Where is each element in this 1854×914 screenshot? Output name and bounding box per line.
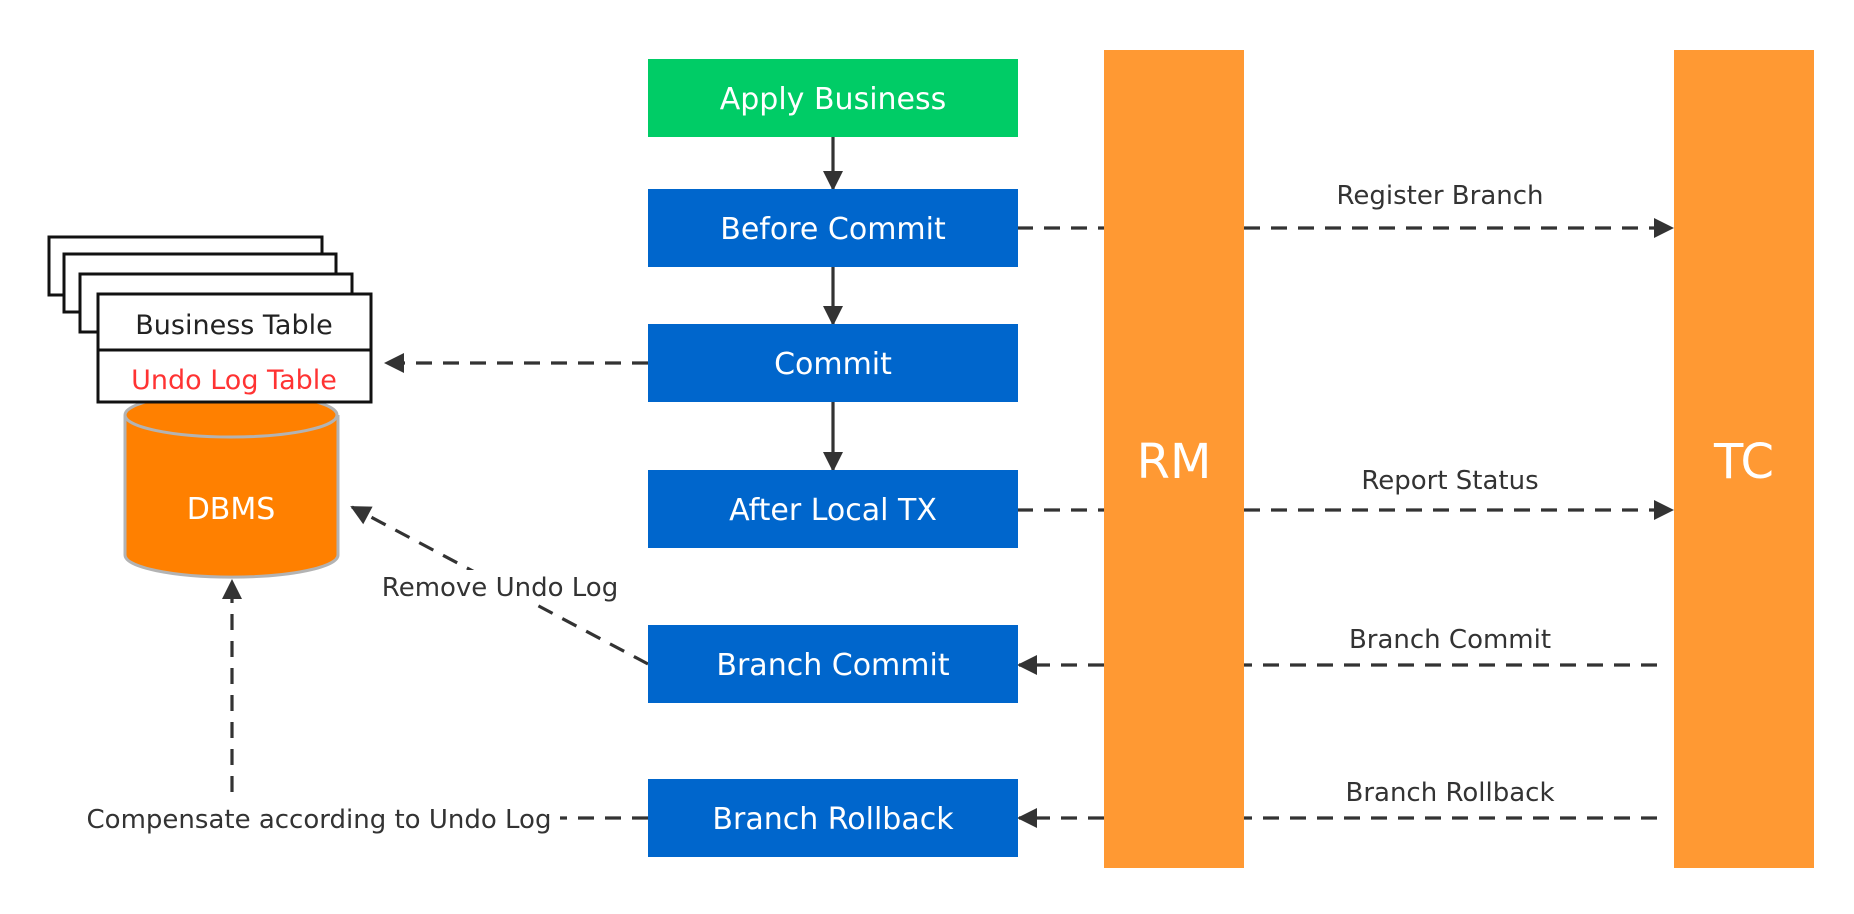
business-table-label: Business Table	[135, 310, 332, 341]
apply-business-box: Apply Business	[648, 59, 1018, 137]
undo-log-table-label: Undo Log Table	[131, 365, 337, 396]
before-commit-box: Before Commit	[648, 189, 1018, 267]
branch-commit-label: Branch Commit	[716, 648, 949, 683]
commit-label: Commit	[774, 347, 892, 382]
remove-undo-log-label-bg	[375, 570, 625, 604]
commit-box: Commit	[648, 324, 1018, 402]
compensate-label: Compensate according to Undo Log	[87, 805, 552, 835]
branch-rollback-edge-label: Branch Rollback	[1345, 778, 1554, 808]
branch-commit-edge-label: Branch Commit	[1349, 625, 1551, 655]
after-local-tx-box: After Local TX	[648, 470, 1018, 548]
dbms-cylinder: DBMS	[123, 391, 340, 579]
remove-undo-log-label: Remove Undo Log	[382, 573, 618, 603]
branch-rollback-box: Branch Rollback	[648, 779, 1018, 857]
branch-rollback-label: Branch Rollback	[712, 802, 954, 837]
register-branch-label: Register Branch	[1336, 181, 1543, 211]
report-status-label: Report Status	[1361, 466, 1538, 496]
after-local-tx-label: After Local TX	[729, 493, 937, 528]
tc-lane-label: TC	[1713, 434, 1774, 490]
branch-commit-box: Branch Commit	[648, 625, 1018, 703]
tc-lane: TC	[1674, 50, 1814, 868]
apply-business-label: Apply Business	[720, 82, 947, 117]
dbms-label: DBMS	[187, 492, 276, 527]
rm-lane-label: RM	[1137, 434, 1212, 490]
rm-lane: RM	[1104, 50, 1244, 868]
before-commit-label: Before Commit	[720, 212, 946, 247]
table-stack: Business Table Undo Log Table	[47, 235, 373, 404]
